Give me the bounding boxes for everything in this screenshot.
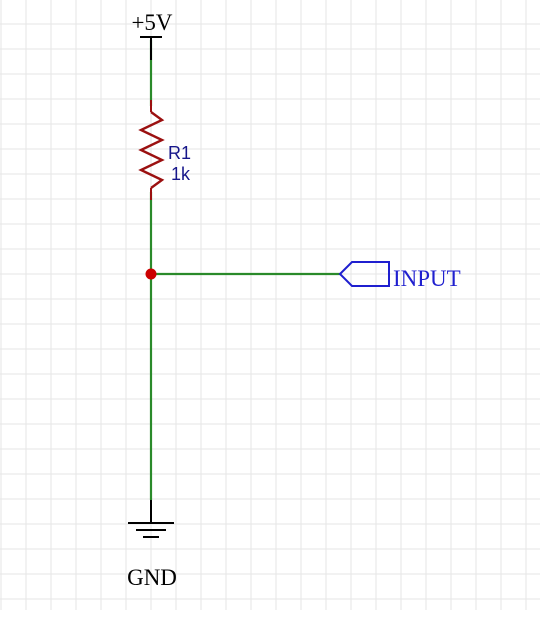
ground-symbol[interactable]: GND [127,500,177,590]
net-label-input[interactable]: INPUT [338,261,461,291]
power-symbol-vcc[interactable]: +5V [131,10,173,60]
junction-dot [145,268,157,280]
wires [149,40,340,500]
ground-label: GND [127,565,177,590]
resistor-value: 1k [171,164,191,184]
resistor-r1[interactable]: R1 1k [138,100,191,200]
resistor-designator: R1 [168,143,191,163]
net-label-flag [338,261,390,287]
net-label-text: INPUT [393,266,461,291]
resistor-zigzag [138,111,165,189]
background-grid [0,0,540,610]
power-label: +5V [131,10,172,35]
